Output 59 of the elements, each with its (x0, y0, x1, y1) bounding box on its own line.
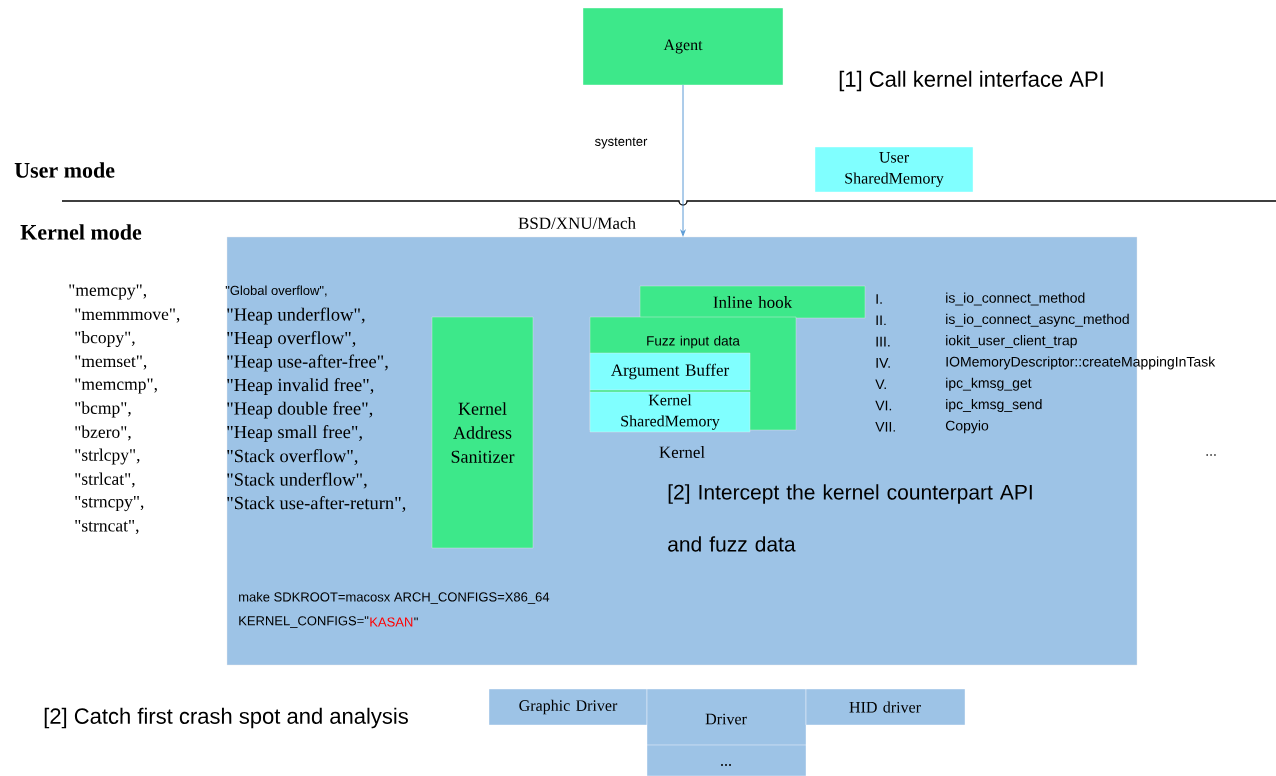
api-name: Copyio (945, 420, 989, 434)
buffer-box: Argument Buffer (589, 352, 751, 391)
memory-box: User SharedMemory (814, 146, 974, 193)
list-numeral: V. (875, 379, 886, 389)
error-type: "Stack overflow", (227, 449, 358, 465)
error-type: "Stack use-after-return", (227, 496, 406, 512)
function-name: "bcmp", (75, 401, 131, 418)
api-name: ipc_kmsg_get (946, 377, 1032, 391)
command-text: " (414, 617, 418, 621)
list-numeral: VI. (875, 400, 892, 411)
list-numeral: VII. (875, 422, 895, 432)
function-name: "strlcpy", (75, 448, 140, 465)
function-name: "memset", (75, 355, 147, 370)
api-name: is_io_connect_async_method (946, 313, 1129, 327)
heading-text: [2] Catch first crash spot and analysis (44, 707, 408, 729)
driver-box: Graphic Driver (488, 688, 648, 726)
error-type: "Heap underflow", (227, 307, 365, 325)
command-text: make SDKROOT=macosx ARCH_CONFIGS=X86_64 (239, 592, 550, 604)
function-name: "bzero", (75, 425, 131, 441)
sanitizer-box: Kernel Address Sanitizer (431, 316, 534, 549)
error-type: "Stack underflow", (227, 472, 367, 489)
list-numeral: III. (876, 336, 890, 347)
driver-box: ... (646, 744, 807, 776)
function-name: "strncat", (75, 519, 139, 535)
error-type: "Heap overflow", (227, 331, 356, 348)
memory-box: Kernel SharedMemory (589, 391, 751, 433)
function-name: "memcmp", (75, 378, 157, 394)
mode-label: User mode (14, 162, 115, 178)
function-name: "bcopy", (75, 331, 135, 347)
heading-text: [2] Intercept the kernel counterpart API and fuzz data (668, 484, 1032, 552)
arrow (680, 84, 686, 237)
function-name: "strncpy", (75, 495, 144, 512)
api-name: IOMemoryDescriptor::createMappingInTask (946, 356, 1216, 370)
hook-box: Inline hook (639, 285, 866, 319)
api-name: ipc_kmsg_send (946, 399, 1042, 413)
error-type: "Heap small free", (227, 425, 362, 442)
function-name: "strlcat", (75, 472, 135, 488)
api-name: is_io_connect_method (946, 292, 1085, 306)
list-numeral: II. (876, 315, 886, 326)
node-label: BSD/XNU/Mach (518, 217, 636, 229)
function-name: "memmmove", (75, 308, 180, 323)
node-label: ... (721, 764, 731, 766)
command-text: KERNEL_CONFIGS=" (239, 616, 369, 628)
error-type: "Heap double free", (227, 401, 373, 419)
caption-text: Kernel (659, 446, 705, 458)
driver-box: Driver (646, 688, 807, 746)
error-type: "Heap use-after-free", (227, 354, 388, 372)
list-numeral: IV. (876, 358, 890, 368)
command-text: KASAN (370, 617, 413, 627)
agent-box: Agent (582, 7, 784, 86)
error-type: "Global overflow", (225, 285, 327, 297)
ellipsis: ... (1206, 454, 1216, 456)
api-name: iokit_user_client_trap (946, 335, 1077, 349)
mode-label: Kernel mode (20, 224, 142, 240)
function-name: "memcpy", (69, 284, 147, 300)
heading-text: [1] Call kernel interface API (839, 70, 1103, 92)
error-type: "Heap invalid free", (227, 378, 374, 395)
driver-box: HID driver (805, 688, 966, 726)
edge-label: systenter (595, 137, 648, 149)
